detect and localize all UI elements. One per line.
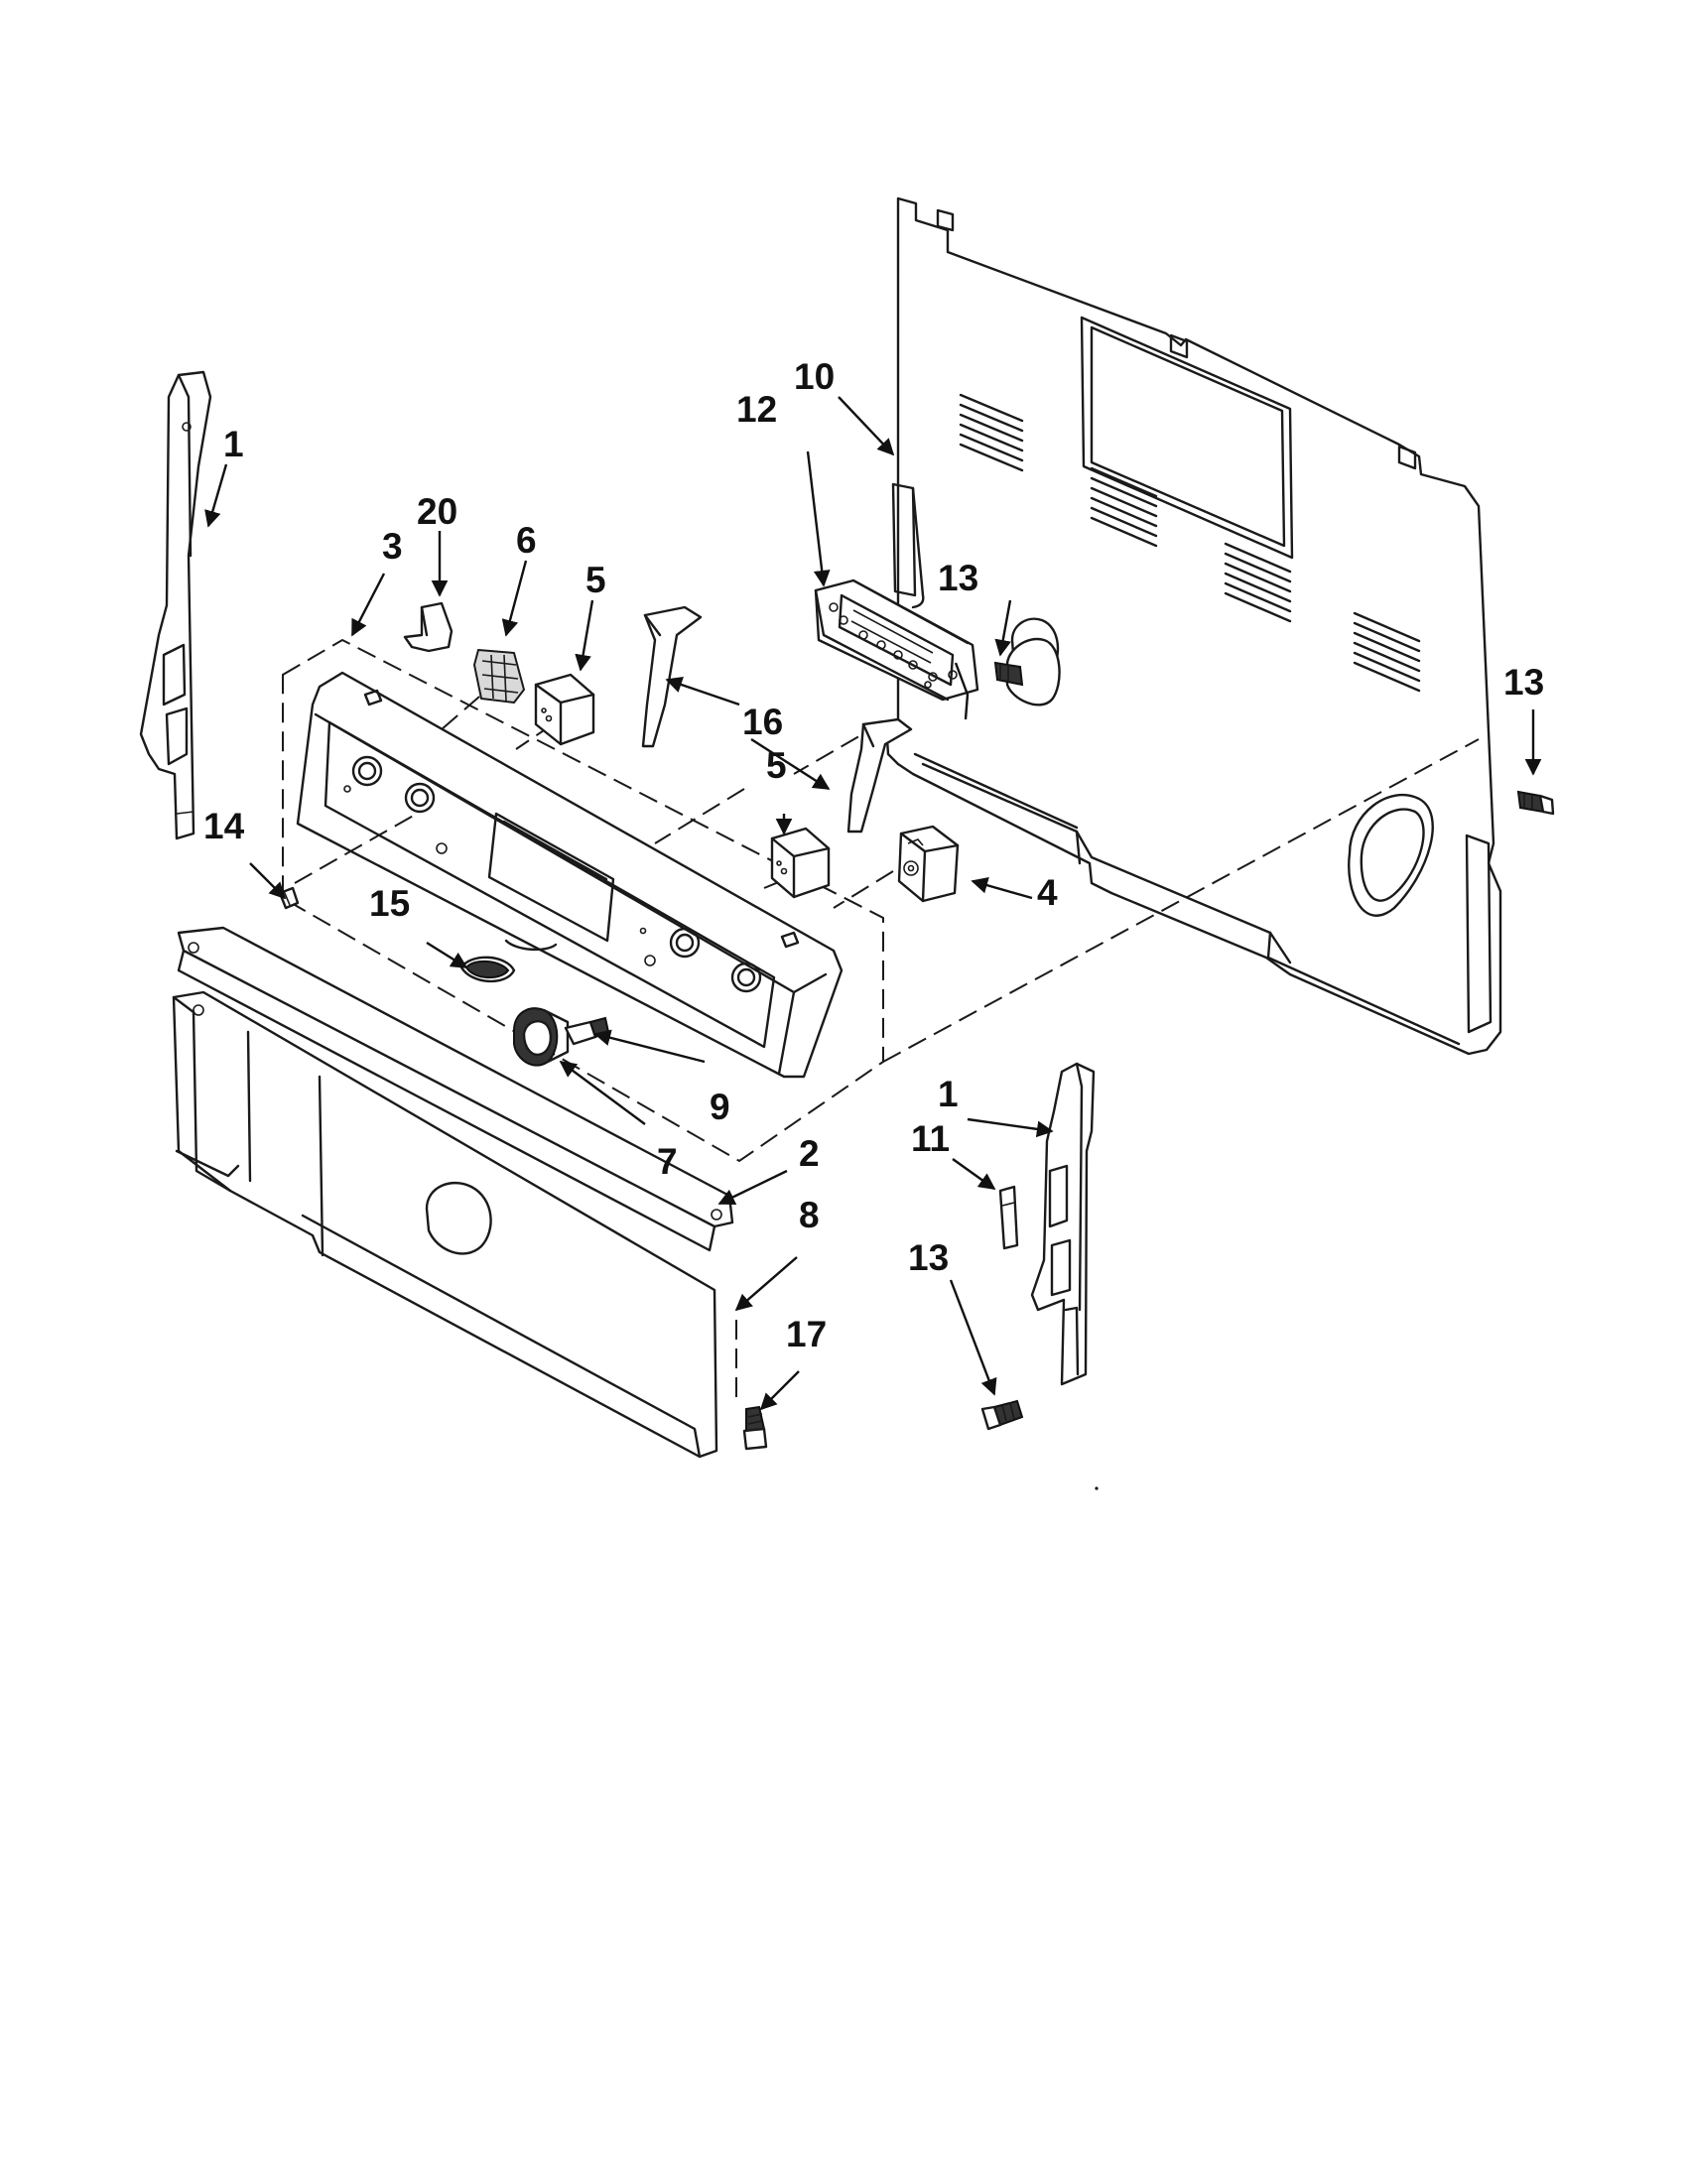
part-4-infinite-switch — [897, 825, 960, 903]
callout-12: 12 — [736, 389, 777, 430]
part-13-screw-upper — [993, 637, 1061, 707]
callout-11: 11 — [911, 1118, 950, 1159]
callout-5-upper: 5 — [585, 560, 606, 600]
manifold-panel — [177, 926, 734, 1252]
part-17-screw — [742, 1405, 768, 1451]
callout-20: 20 — [417, 491, 457, 532]
part-6-switch — [473, 649, 525, 704]
part-5-upper-relay — [534, 673, 595, 746]
control-panel — [296, 671, 844, 1079]
callout-9: 9 — [710, 1087, 730, 1127]
callout-14: 14 — [203, 806, 245, 846]
callout-4: 4 — [1037, 872, 1058, 913]
callout-5-lower: 5 — [766, 745, 787, 786]
callout-13-upper: 13 — [938, 558, 978, 598]
callout-7: 7 — [657, 1141, 678, 1182]
callout-labels: 1 1 2 3 4 5 5 6 7 8 9 10 11 12 13 13 13 … — [203, 356, 1544, 1354]
callout-16: 16 — [742, 702, 783, 742]
part-20-bracket — [403, 601, 454, 653]
rear-panel — [885, 196, 1502, 1056]
callout-2: 2 — [799, 1133, 820, 1174]
callout-15: 15 — [369, 883, 410, 924]
callout-6: 6 — [516, 520, 537, 561]
callout-17: 17 — [786, 1314, 827, 1354]
left-side-bracket — [139, 370, 212, 840]
part-14-screw — [278, 886, 300, 910]
stray-dot — [1095, 1486, 1099, 1490]
part-9-stem — [564, 1016, 610, 1046]
part-12-control-board — [814, 578, 979, 720]
callout-13-right: 13 — [1503, 662, 1544, 703]
part-7-knob — [513, 1007, 570, 1067]
callout-8: 8 — [799, 1195, 820, 1235]
part-5-lower-relay — [770, 827, 831, 899]
right-side-bracket — [1030, 1062, 1096, 1386]
callout-10: 10 — [794, 356, 835, 397]
part-13-screw-right — [1516, 790, 1555, 816]
lower-panel — [172, 990, 718, 1459]
leader-lines — [204, 396, 1542, 1411]
callout-13-lower: 13 — [908, 1237, 949, 1278]
part-16-lower-bracket — [846, 717, 913, 834]
part-13-screw-lower — [980, 1399, 1024, 1431]
callout-3: 3 — [382, 526, 403, 567]
part-15-badge — [459, 956, 516, 983]
callout-1-left: 1 — [223, 424, 244, 464]
clip-part-11 — [998, 1185, 1019, 1250]
part-16-upper-bracket — [641, 605, 703, 748]
callout-1-right: 1 — [938, 1074, 959, 1114]
